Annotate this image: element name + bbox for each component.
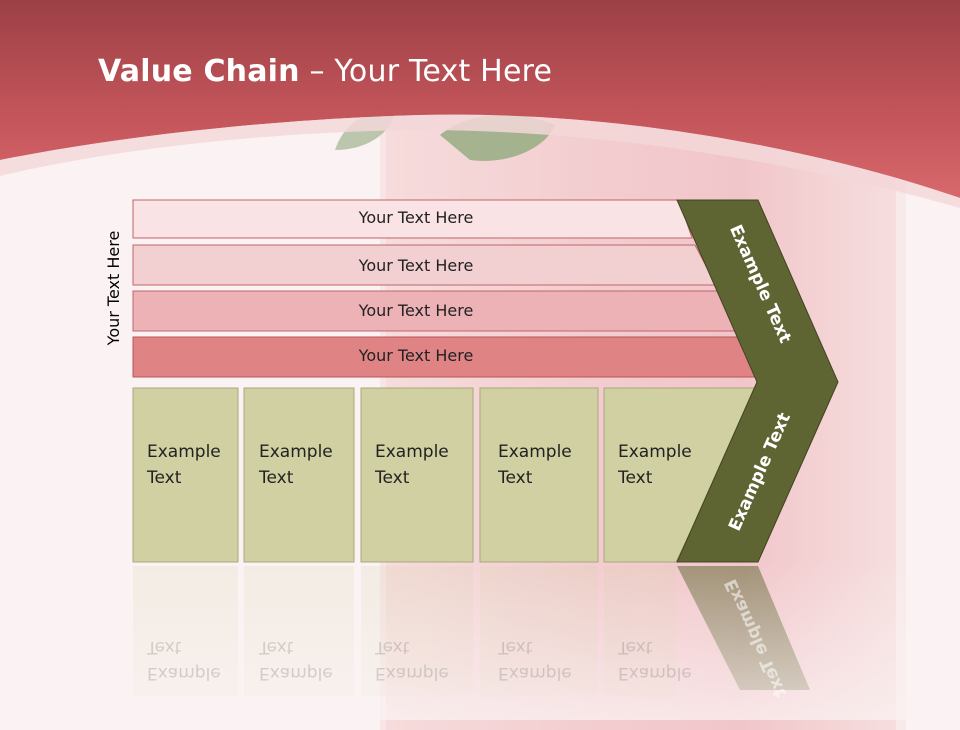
- row-1-shape: [132, 199, 693, 239]
- row-4-label: Your Text Here: [358, 346, 474, 365]
- header-curve-highlight: [0, 114, 960, 208]
- box-2-line2: Text: [259, 468, 294, 488]
- box-1-line1: Example: [147, 442, 221, 462]
- box-3-line1: Example: [375, 442, 449, 462]
- box-4-line1: Example: [498, 442, 572, 462]
- box-3-shape: [360, 387, 474, 563]
- row-3-label: Your Text Here: [358, 301, 474, 320]
- box-4-line2: Text: [498, 468, 533, 488]
- box-5-line1: Example: [618, 442, 692, 462]
- title-bold: Value Chain: [98, 54, 300, 89]
- row-1-label: Your Text Here: [358, 208, 474, 227]
- row-2-label: Your Text Here: [358, 256, 474, 275]
- box-1-line2: Text: [147, 468, 182, 488]
- box-5-line2: Text: [618, 468, 653, 488]
- box-3-line2: Text: [375, 468, 410, 488]
- box-4-shape: [479, 387, 599, 563]
- title-rest: – Your Text Here: [299, 54, 553, 89]
- header-band: [0, 0, 960, 198]
- background-fade: [0, 560, 960, 720]
- box-2-shape: [243, 387, 355, 563]
- box-2-line1: Example: [259, 442, 333, 462]
- slide-title: Value Chain – Your Text Here: [98, 54, 552, 89]
- side-label: Your Text Here: [104, 230, 123, 346]
